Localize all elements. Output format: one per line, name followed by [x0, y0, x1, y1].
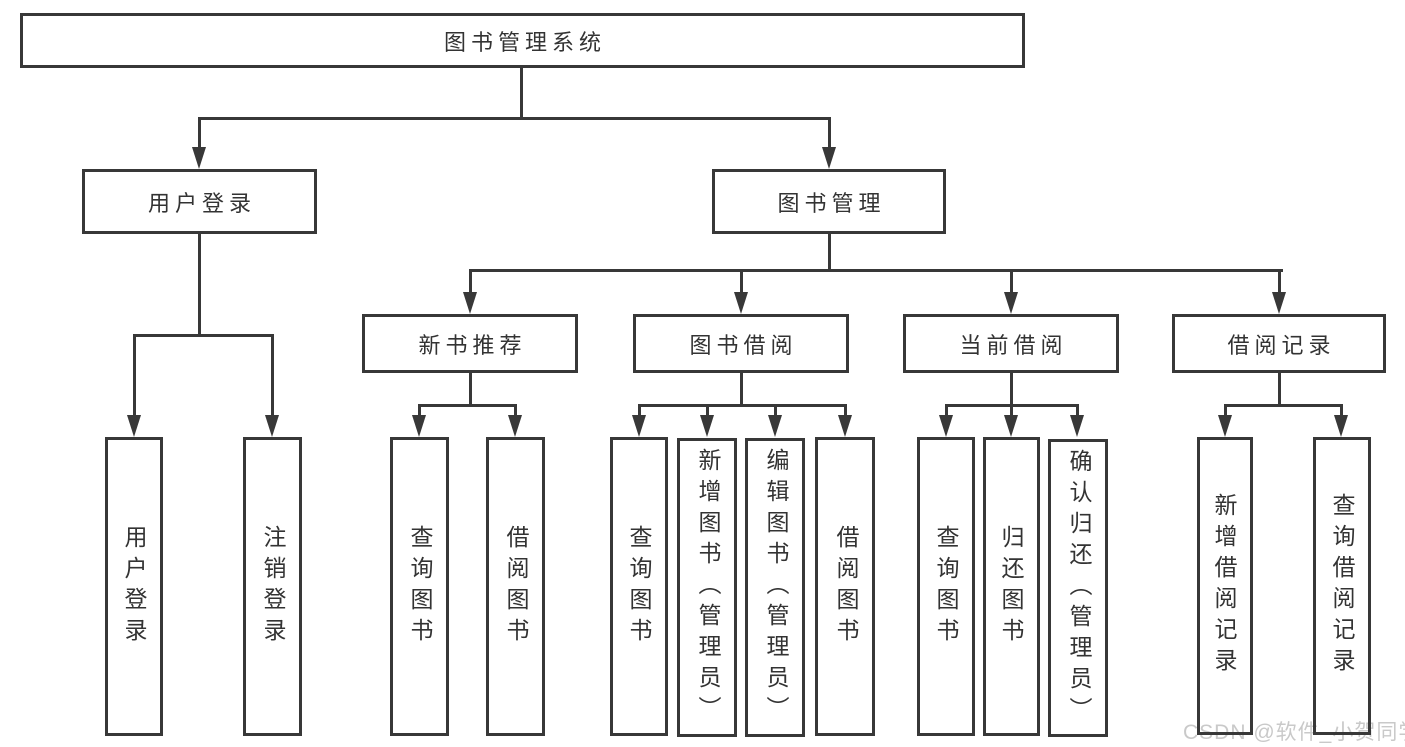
- csdn-watermark: CSDN @软件_小贺同学: [1183, 721, 1405, 744]
- leaf-current-query-books: 查询图书: [917, 437, 975, 736]
- connector-borrow-drop: [844, 406, 847, 415]
- leaf-confirm-return-admin: 确认归还（管理员）: [1048, 439, 1108, 737]
- arrowhead-down-icon: [412, 415, 426, 437]
- connector-level3-stem: [1010, 271, 1013, 292]
- node-root-system: 图书管理系统: [20, 13, 1025, 68]
- connector-recommend-stem: [469, 372, 472, 406]
- connector-current-drop: [1010, 406, 1013, 415]
- connector-level2-rail: [198, 117, 831, 120]
- node-book-borrow: 图书借阅: [633, 314, 849, 373]
- leaf-return-books: 归还图书: [983, 437, 1040, 736]
- connector-level3-stem: [740, 271, 743, 292]
- connector-current-stem: [1010, 372, 1013, 406]
- connector-level3-stem: [469, 271, 472, 292]
- connector-borrow-drop: [638, 406, 641, 415]
- arrowhead-down-icon: [768, 415, 782, 437]
- connector-borrow-drop: [706, 406, 709, 415]
- connector-recommend-drop: [418, 406, 421, 415]
- node-label: 借阅记录: [1227, 332, 1336, 358]
- leaf-add-book-admin: 新增图书（管理员）: [677, 438, 737, 737]
- connector-records-rail: [1224, 404, 1343, 407]
- arrowhead-down-icon: [734, 292, 748, 314]
- node-label: 图书借阅: [689, 332, 798, 358]
- node-current-borrow: 当前借阅: [903, 314, 1119, 373]
- node-label: 用户登录: [147, 190, 256, 216]
- leaf-recommend-query-books: 查询图书: [390, 437, 449, 736]
- connector-recommend-rail: [418, 404, 517, 407]
- arrowhead-down-icon: [1004, 292, 1018, 314]
- node-root-label: 图书管理系统: [443, 29, 606, 55]
- leaf-query-borrow-record: 查询借阅记录: [1313, 437, 1371, 735]
- arrowhead-down-icon: [265, 415, 279, 437]
- connector-level2-stem-left: [198, 119, 201, 148]
- connector-current-rail: [945, 404, 1079, 407]
- arrowhead-down-icon: [1070, 415, 1084, 437]
- leaf-user-login: 用户登录: [105, 437, 163, 736]
- connector-userlogin-rail: [133, 334, 274, 337]
- connector-bookmgmt-stem: [828, 233, 831, 272]
- connector-records-drop: [1224, 406, 1227, 415]
- connector-records-drop: [1340, 406, 1343, 415]
- node-new-book-recommend: 新书推荐: [362, 314, 578, 373]
- connector-borrow-stem: [740, 372, 743, 406]
- leaf-borrow-query-books: 查询图书: [610, 437, 668, 736]
- arrowhead-down-icon: [700, 415, 714, 437]
- arrowhead-down-icon: [508, 415, 522, 437]
- node-label: 图书管理: [777, 190, 886, 216]
- leaf-add-borrow-record: 新增借阅记录: [1197, 437, 1253, 735]
- arrowhead-down-icon: [192, 147, 206, 169]
- arrowhead-down-icon: [463, 292, 477, 314]
- leaf-edit-book-admin: 编辑图书（管理员）: [745, 438, 805, 737]
- arrowhead-down-icon: [1272, 292, 1286, 314]
- connector-userlogin-drop: [133, 336, 136, 415]
- connector-level3-rail: [469, 269, 1283, 272]
- arrowhead-down-icon: [1218, 415, 1232, 437]
- arrowhead-down-icon: [822, 147, 836, 169]
- leaf-recommend-borrow-books: 借阅图书: [486, 437, 545, 736]
- leaf-borrow-borrow-books: 借阅图书: [815, 437, 875, 736]
- connector-level2-stem-right: [828, 119, 831, 148]
- connector-root-stem: [520, 67, 523, 120]
- connector-records-stem: [1278, 372, 1281, 406]
- arrowhead-down-icon: [1004, 415, 1018, 437]
- connector-borrow-drop: [774, 406, 777, 415]
- arrowhead-down-icon: [838, 415, 852, 437]
- arrowhead-down-icon: [632, 415, 646, 437]
- node-label: 当前借阅: [959, 332, 1068, 358]
- arrowhead-down-icon: [127, 415, 141, 437]
- connector-level3-stem: [1278, 271, 1281, 292]
- leaf-logout: 注销登录: [243, 437, 302, 736]
- connector-recommend-drop: [514, 406, 517, 415]
- connector-current-drop: [1076, 406, 1079, 415]
- node-user-login-group: 用户登录: [82, 169, 317, 234]
- connector-borrow-rail: [638, 404, 847, 407]
- connector-current-drop: [945, 406, 948, 415]
- node-borrow-records: 借阅记录: [1172, 314, 1386, 373]
- node-book-management: 图书管理: [712, 169, 946, 234]
- arrowhead-down-icon: [939, 415, 953, 437]
- connector-userlogin-drop: [271, 336, 274, 415]
- arrowhead-down-icon: [1334, 415, 1348, 437]
- connector-userlogin-stem: [198, 233, 201, 336]
- node-label: 新书推荐: [418, 332, 527, 358]
